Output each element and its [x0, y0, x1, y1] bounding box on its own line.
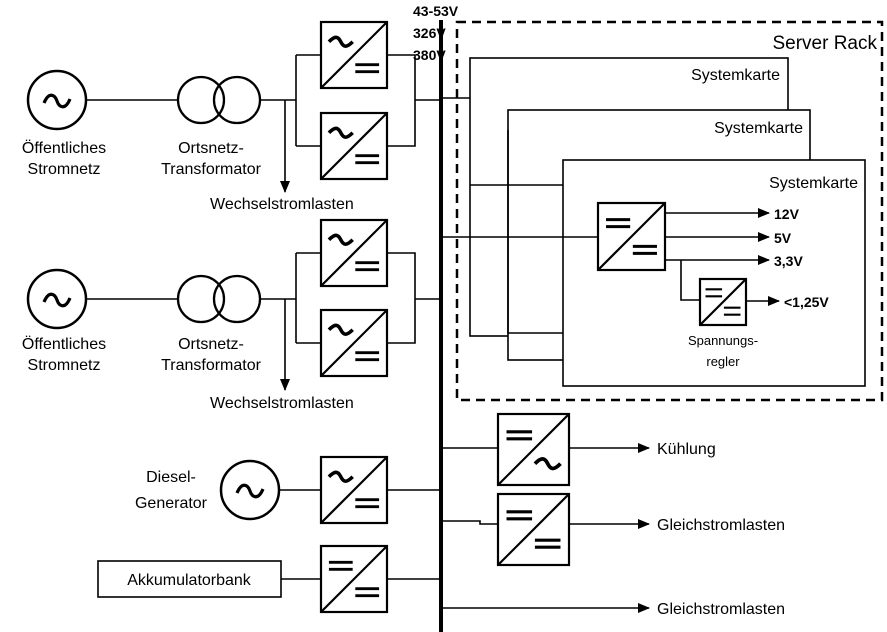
system-card-3-label: Systemkarte — [769, 175, 858, 192]
dc-load-label-1: Gleichstromlasten — [657, 517, 785, 534]
cooling-label: Kühlung — [657, 441, 716, 458]
transformer-label-2: Transformator — [161, 357, 262, 374]
card-dcdc-converter — [596, 201, 667, 272]
server-rack-label: Server Rack — [772, 33, 877, 54]
sine-wave-icon — [235, 483, 265, 499]
public-grid-label-2: Stromnetz — [28, 357, 101, 374]
public-grid-label-2: Stromnetz — [28, 161, 101, 178]
regulator-label-2: regler — [706, 354, 740, 369]
system-card-2-label: Systemkarte — [714, 120, 803, 137]
rectifier-2b — [319, 308, 389, 378]
grid-feed-1: Öffentliches Stromnetz Ortsnetz- Transfo… — [22, 54, 441, 213]
dc-load-converter — [496, 492, 571, 567]
ac-load-label: Wechselstromlasten — [210, 196, 354, 213]
public-grid-label-1: Öffentliches — [22, 139, 106, 157]
transformer-label-2: Transformator — [161, 161, 262, 178]
grid-feed-2: Öffentliches Stromnetz Ortsnetz- Transfo… — [22, 252, 441, 412]
bus-voltage-2: 326V — [413, 25, 446, 41]
rectifier-1a — [319, 20, 389, 90]
transformer-label-1: Ortsnetz- — [178, 140, 244, 157]
cooling-inverter — [496, 412, 571, 487]
card-2-feed — [507, 130, 563, 334]
converter-blocks — [319, 20, 748, 614]
battery-bank-label: Akkumulatorbank — [127, 572, 252, 589]
sine-wave-icon — [42, 292, 72, 308]
out-core-label: <1,25V — [784, 294, 829, 310]
out-12v-label: 12V — [774, 206, 800, 222]
public-grid-label-1: Öffentliches — [22, 335, 106, 353]
server-rack-frame — [455, 20, 884, 402]
sine-wave-icon — [42, 93, 72, 109]
rectifier-1b — [319, 111, 389, 181]
bus-voltage-1: 43-53V — [413, 3, 459, 19]
generator-rectifier — [319, 455, 389, 525]
voltage-regulator — [698, 277, 748, 327]
regulator-label-1: Spannungs- — [688, 333, 758, 348]
bus-voltage-3: 380V — [413, 47, 446, 63]
system-card-1-label: Systemkarte — [691, 67, 780, 84]
rectifier-2a — [319, 218, 389, 288]
out-5v-label: 5V — [774, 230, 792, 246]
dc-load-label-2: Gleichstromlasten — [657, 601, 785, 618]
generator-label-1: Diesel- — [146, 469, 196, 486]
generator-label-2: Generator — [135, 495, 208, 512]
out-3v3-label: 3,3V — [774, 253, 803, 269]
transformer-icon — [176, 274, 226, 324]
system-card-3 — [562, 159, 866, 387]
transformer-label-1: Ortsnetz- — [178, 336, 244, 353]
transformer-icon — [176, 75, 226, 125]
ac-load-label: Wechselstromlasten — [210, 395, 354, 412]
battery-converter — [319, 544, 389, 614]
battery-bank-box — [97, 560, 282, 598]
